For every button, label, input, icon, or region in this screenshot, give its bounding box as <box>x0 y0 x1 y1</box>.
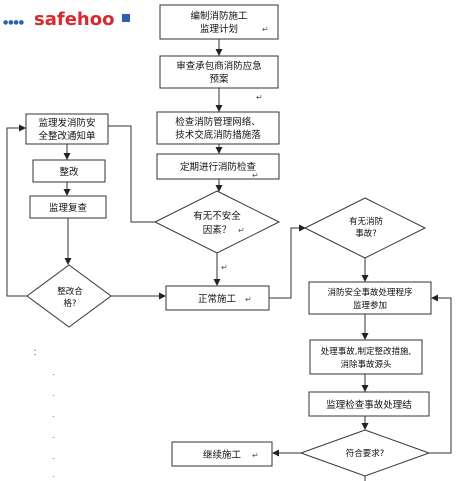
decision-ok-line2: 格? <box>63 298 76 309</box>
line-mark: . <box>52 470 55 479</box>
decision-unsafe[interactable]: 有无不安全 因素？ ↵ <box>153 190 281 254</box>
return-mark: ↵ <box>221 263 228 272</box>
decision-accident-line1: 有无消防 <box>349 216 384 227</box>
line-mark: . <box>52 410 55 419</box>
line-mark: . <box>52 431 55 440</box>
node-plan-line2: 监理计划 <box>200 23 238 35</box>
arrow-ok-no <box>6 124 27 297</box>
decision-unsafe-line1: 有无不安全 <box>193 210 241 222</box>
node-accident-procedure[interactable]: 消防安全事故处理程序 监理参加 <box>308 281 432 315</box>
node-periodic-check[interactable]: 定期进行消防检查 ↵ <box>156 153 280 180</box>
line-mark: . <box>52 452 55 461</box>
node-procedure-line1: 消防安全事故处理程序 <box>327 287 413 298</box>
return-mark: ↵ <box>252 171 259 180</box>
node-normal-text: 正常施工 <box>198 293 237 305</box>
decision-ok-line1: 整改合 <box>57 286 83 297</box>
node-check-line1: 检查消防管理网络、 <box>175 116 261 128</box>
decision-meets-requirements[interactable]: 符合要求? <box>299 429 431 477</box>
node-continue-text: 继续施工 <box>203 449 242 461</box>
line-mark: . <box>52 368 55 377</box>
decision-unsafe-line2: 因素？ <box>203 224 232 236</box>
logo-dots: ●●●● <box>3 19 24 26</box>
node-rectify[interactable]: 整改 <box>32 159 106 183</box>
arrow-to-accident <box>269 224 306 299</box>
node-check-line2: 技术交底消防措施落 <box>175 129 261 141</box>
node-recheck-text: 监理复查 <box>49 202 88 214</box>
decision-meets-text: 符合要求? <box>346 448 385 459</box>
node-review-line2: 预案 <box>209 73 229 85</box>
node-handle-line1: 处理事故,制定整改措施, <box>321 346 411 357</box>
arrow-unsafe-yes <box>93 122 155 223</box>
node-procedure-line2: 监理参加 <box>353 300 387 311</box>
node-handle-accident[interactable]: 处理事故,制定整改措施, 消除事故源头 <box>309 339 423 375</box>
node-periodic-text: 定期进行消防检查 <box>180 161 257 173</box>
node-rectify-notice[interactable]: 监理发消防安 全整改通知单 <box>25 113 109 145</box>
arrow-meets-no <box>429 294 452 454</box>
node-check-result-text: 监理检查事故处理结 <box>326 399 412 411</box>
node-check-network[interactable]: 检查消防管理网络、 技术交底消防措施落 <box>156 111 280 145</box>
return-mark: ↵ <box>238 226 245 235</box>
node-check-result[interactable]: 监理检查事故处理结 <box>308 391 430 417</box>
node-notice-line2: 全整改通知单 <box>38 130 96 142</box>
logo-square <box>122 14 130 22</box>
return-mark: ↵ <box>256 93 263 102</box>
node-normal-construction[interactable]: 正常施工 ↵ <box>165 285 270 311</box>
decision-rectify-ok[interactable]: 整改合 格? <box>26 264 112 328</box>
node-plan[interactable]: 编制消防施工 监理计划 ↵ <box>159 4 279 40</box>
return-mark: ↵ <box>252 451 259 460</box>
node-continue-construction[interactable]: 继续施工 ↵ <box>171 441 273 467</box>
safehoo-logo: ●●●● safehoo <box>3 6 132 30</box>
logo-text: safehoo <box>34 9 114 30</box>
decision-fire-accident[interactable]: 有无消防 事故? <box>303 197 427 259</box>
return-mark: ↵ <box>262 25 269 34</box>
node-recheck[interactable]: 监理复查 <box>29 195 107 219</box>
decision-accident-line2: 事故? <box>355 228 377 239</box>
node-notice-line1: 监理发消防安 <box>38 117 95 129</box>
node-handle-line2: 消除事故源头 <box>340 359 392 370</box>
line-mark: . <box>52 389 55 398</box>
node-review-line1: 审查承包商消防应急 <box>176 60 262 72</box>
left-line-marks: ： . . . . . . <box>33 348 55 479</box>
logo-box <box>28 6 132 30</box>
return-mark: ↵ <box>245 295 252 304</box>
line-mark: ： <box>33 348 41 357</box>
node-plan-line1: 编制消防施工 <box>190 10 248 22</box>
node-rectify-text: 整改 <box>59 166 79 178</box>
